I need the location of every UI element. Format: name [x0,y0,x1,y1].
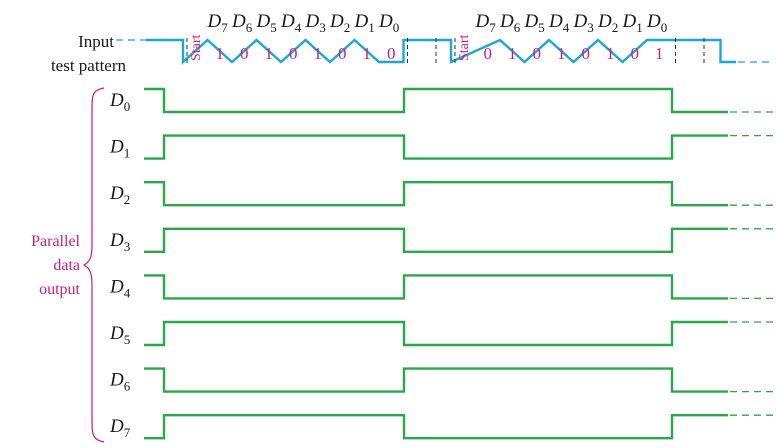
bit-position-label: D1 [622,11,643,35]
bit-value-label: 0 [387,44,396,63]
output-waveform-d1 [144,134,728,160]
signal-label-d3: D3 [109,230,130,254]
bit-position-label: D4 [280,11,302,35]
bit-value-label: 1 [265,44,274,63]
labels-layer: Input test pattern Parallel data output [31,32,127,443]
bit-position-label: D6 [499,11,521,35]
signal-label-d0: D0 [109,90,130,114]
bit-value-label: 0 [631,44,640,63]
signal-label-d1: D1 [109,137,130,161]
output-waveform-d5 [144,320,728,347]
signal-label-d6: D6 [109,370,131,394]
signal-label-d4: D4 [109,276,131,300]
bit-value-label: 1 [557,44,566,63]
output-waveform-d0 [144,87,728,114]
bit-value-label: 1 [314,44,323,63]
bit-position-label: D3 [573,11,594,35]
group-label-line3: output [39,281,80,298]
bit-value-label: 1 [508,44,517,63]
bit-value-label: 1 [363,44,372,63]
bit-value-label: 1 [216,44,225,63]
bit-value-label: 0 [338,44,347,63]
output-waveform-d4 [144,274,728,300]
bit-position-label: D2 [329,11,350,35]
bit-position-label: D5 [524,11,545,35]
bit-value-label: 0 [533,44,542,63]
bit-position-label: D7 [207,11,229,35]
start-bit-label: Start [189,34,204,61]
bit-position-label: D5 [256,11,277,35]
group-brace [82,87,105,443]
start-bit-label: Start [457,34,472,61]
output-waveform-d6 [144,367,728,393]
bit-value-label: 0 [240,44,249,63]
bit-position-label: D6 [231,11,253,35]
bit-value-label: 1 [606,44,615,63]
bit-position-label: D3 [305,11,326,35]
output-waveform-d7 [144,414,728,440]
input-waveform [146,38,736,65]
output-waveform-d3 [144,227,728,253]
bit-value-label: 0 [289,44,298,63]
bit-position-label: D7 [475,11,497,35]
signal-label-d5: D5 [109,323,130,347]
bit-value-label: 0 [582,44,591,63]
bit-position-label: D1 [354,11,375,35]
group-label-line1: Parallel [31,233,80,250]
bit-position-label: D4 [548,11,570,35]
bit-position-label: D2 [597,11,618,35]
bit-value-label: 0 [484,44,493,63]
input-label-line1: Input [78,32,114,51]
bit-value-label: 1 [655,44,664,63]
bit-position-label: D0 [378,11,399,35]
input-label-line2: test pattern [51,56,127,75]
signal-label-d7: D7 [109,416,131,440]
output-waveform-d2 [144,181,728,207]
group-label-line2: data [53,257,80,274]
bit-position-label: D0 [646,11,667,35]
signal-label-d2: D2 [109,183,130,207]
